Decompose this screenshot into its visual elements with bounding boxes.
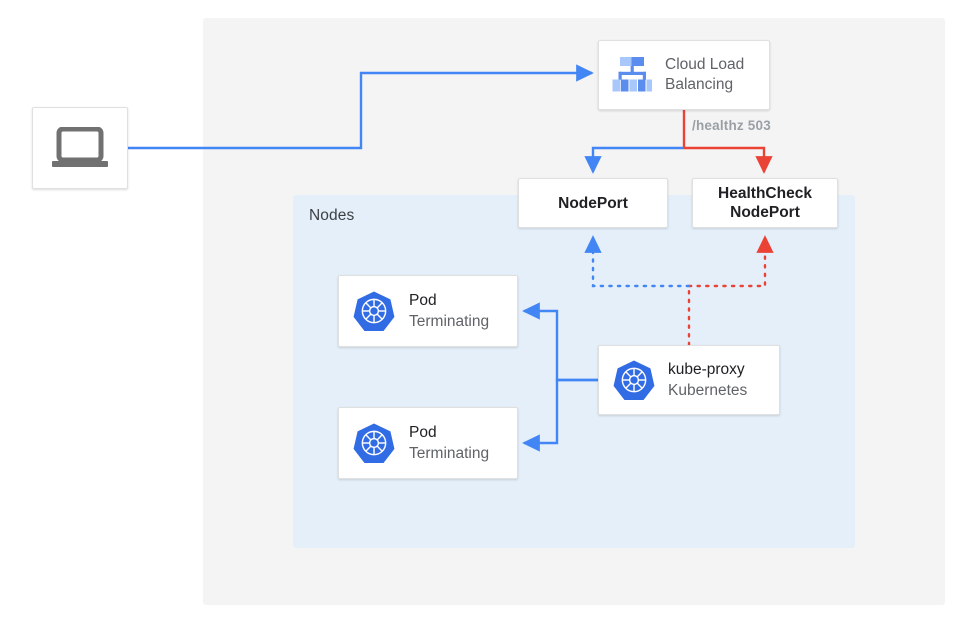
nodeport-label: NodePort	[558, 194, 628, 212]
pod-node-2[interactable]: Pod Terminating	[338, 407, 518, 479]
nodes-panel-label: Nodes	[309, 207, 355, 224]
kubernetes-icon	[613, 360, 655, 401]
cloud-load-balancing-icon	[612, 57, 652, 92]
client-node[interactable]	[32, 107, 128, 189]
kube-proxy-title: kube-proxy	[668, 360, 745, 378]
edge-kubeproxy-to-pod1	[522, 302, 598, 382]
healthcheck-nodeport-line1: HealthCheck	[718, 185, 812, 202]
kube-proxy-subtitle: Kubernetes	[668, 381, 748, 399]
kube-proxy-text: kube-proxy Kubernetes	[668, 360, 747, 401]
edge-loadbalancer-to-nodeport	[584, 146, 684, 174]
edge-kubeproxy-to-healthcheck-nodeport-dotted	[687, 235, 774, 288]
edge-kubeproxy-to-pod2	[522, 378, 598, 452]
edge-kubeproxy-to-nodeport-dotted	[584, 235, 691, 288]
healthcheck-nodeport-node[interactable]: HealthCheck NodePort	[692, 178, 838, 228]
edge-loadbalancer-to-healthcheck-nodeport	[684, 146, 773, 174]
pod-1-text: Pod Terminating	[409, 291, 489, 332]
healthcheck-nodeport-line2: NodePort	[730, 204, 800, 221]
pod-2-text: Pod Terminating	[409, 423, 489, 464]
cloud-load-balancing-line2: Balancing	[665, 76, 734, 93]
pod-1-title: Pod	[409, 291, 437, 309]
edge-client-to-loadbalancer	[128, 64, 594, 150]
kubernetes-icon	[353, 291, 395, 332]
healthz-annotation: /healthz 503	[692, 118, 771, 133]
kube-proxy-node[interactable]: kube-proxy Kubernetes	[598, 345, 780, 415]
laptop-icon	[52, 127, 108, 167]
nodeport-node[interactable]: NodePort	[518, 178, 668, 228]
pod-node-1[interactable]: Pod Terminating	[338, 275, 518, 347]
cloud-load-balancing-label: Cloud Load Balancing	[665, 55, 744, 95]
pod-2-status: Terminating	[409, 444, 490, 462]
pod-1-status: Terminating	[409, 312, 490, 330]
pod-2-title: Pod	[409, 423, 437, 441]
cloud-load-balancing-node[interactable]: Cloud Load Balancing	[598, 40, 770, 110]
cloud-load-balancing-line1: Cloud Load	[665, 56, 745, 73]
kubernetes-icon	[353, 423, 395, 464]
healthcheck-nodeport-label: HealthCheck NodePort	[718, 184, 812, 222]
